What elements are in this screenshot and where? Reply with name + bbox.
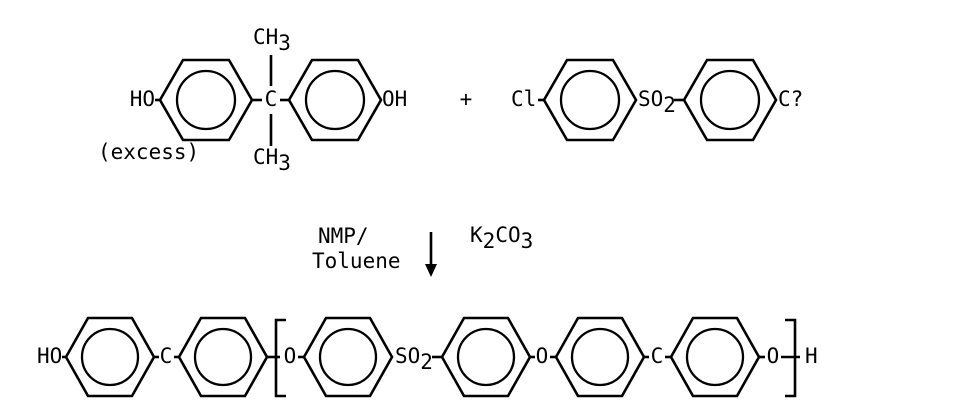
sulfonyl-bridge: SO2: [638, 87, 676, 117]
plus-sign: +: [460, 87, 473, 111]
aromatic-circle: [193, 327, 253, 387]
reaction-conditions: NMP/ Toluene K2CO3: [312, 223, 533, 277]
solvent-line-1: NMP/: [318, 224, 369, 248]
solvent-line-2: Toluene: [312, 249, 401, 273]
benzene-ring: [287, 58, 383, 142]
base-label: K2CO3: [470, 223, 533, 253]
product-linker-carbon-2: C: [651, 344, 664, 368]
benzene-ring: [542, 58, 638, 142]
methyl-bottom-label: CH3: [253, 145, 291, 175]
repeat-unit-right-bracket: [785, 318, 797, 398]
bisphenol-center-carbon: C: [265, 87, 278, 111]
product-sulfonyl: SO2: [395, 344, 433, 374]
chloro-right-label: C?: [778, 87, 803, 111]
product-ether-oxygen-3: O: [767, 344, 780, 368]
product-ether-oxygen-2: O: [536, 344, 549, 368]
aromatic-circle: [685, 327, 745, 387]
benzene-ring: [302, 316, 394, 398]
aromatic-circle: [699, 69, 761, 131]
aromatic-circle: [80, 327, 140, 387]
product-terminal-h: H: [805, 344, 818, 368]
chloro-left-label: Cl: [511, 87, 536, 111]
aromatic-circle: [318, 327, 378, 387]
product-ether-oxygen-1: O: [284, 344, 297, 368]
reaction-arrow-head: [425, 264, 437, 277]
product-ho-label: HO: [37, 344, 62, 368]
dichlorodiphenyl-sulfone: Cl SO2 C?: [511, 58, 803, 142]
aromatic-circle: [559, 69, 621, 131]
aromatic-circle: [175, 69, 237, 131]
aromatic-circle: [456, 327, 516, 387]
excess-note: (excess): [98, 140, 199, 164]
methyl-top-label: CH3: [253, 25, 291, 55]
bisphenol-a: HO C CH3 CH3 OH (excess): [98, 25, 407, 175]
aromatic-circle: [570, 327, 630, 387]
product-linker-carbon-1: C: [160, 344, 173, 368]
bisphenol-ho-label: HO: [130, 87, 155, 111]
polysulfone-product: HO C O SO2 O C O H: [37, 316, 818, 398]
benzene-ring: [682, 58, 778, 142]
bisphenol-oh-label: OH: [382, 87, 407, 111]
aromatic-circle: [304, 69, 366, 131]
